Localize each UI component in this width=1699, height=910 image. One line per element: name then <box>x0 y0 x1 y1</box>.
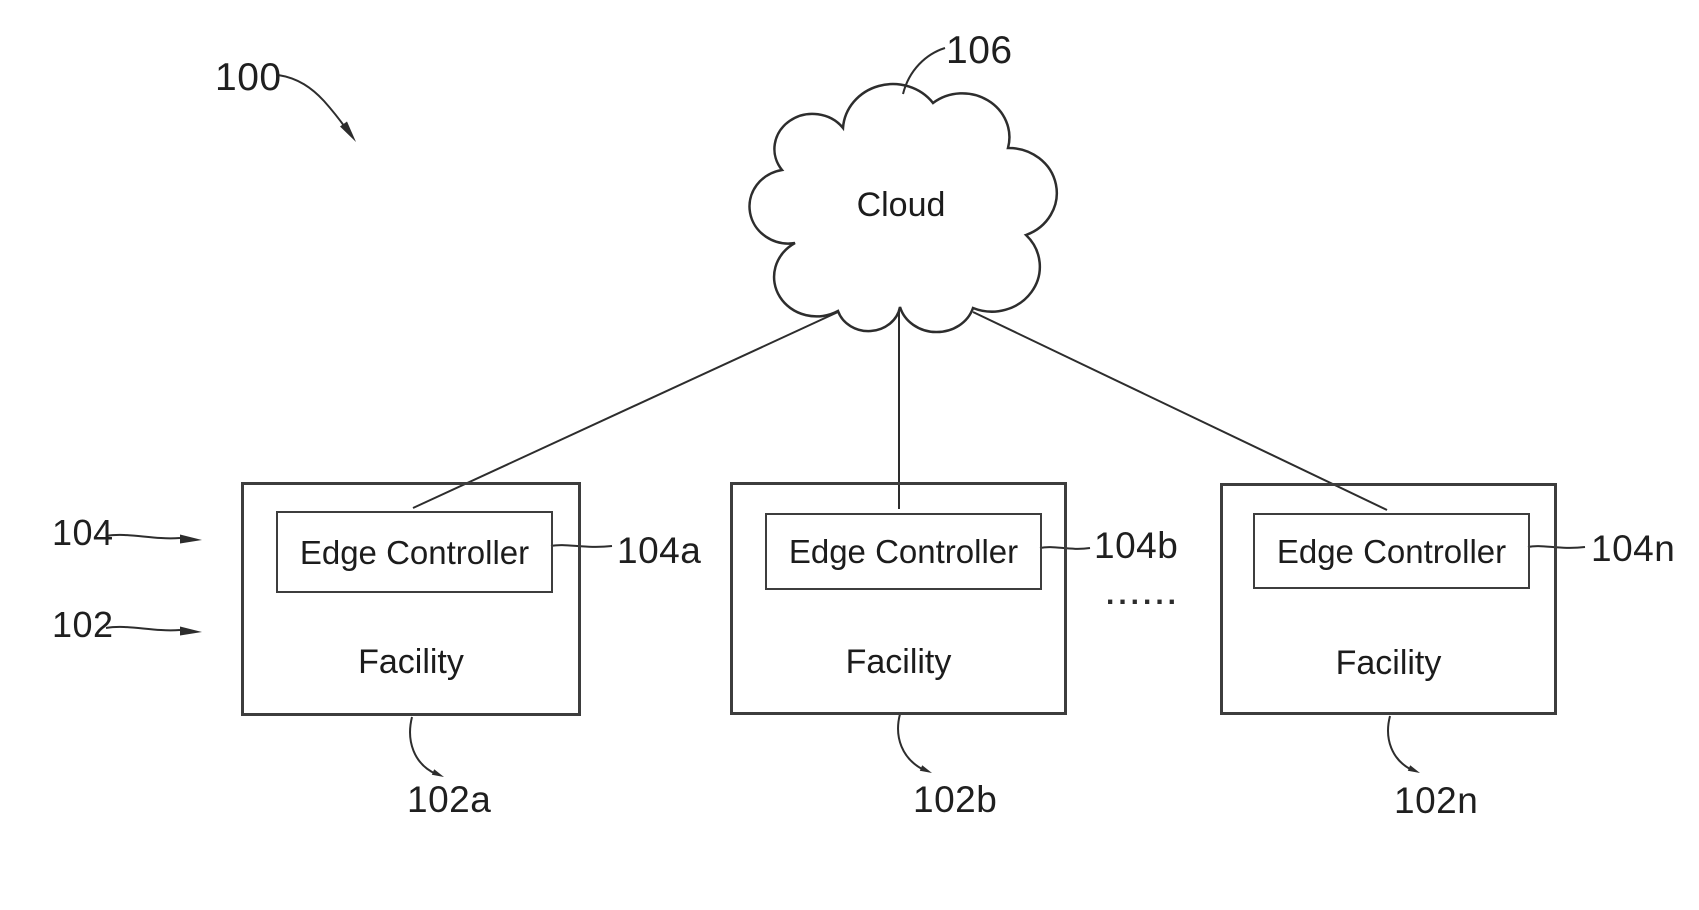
ref-label-104b: 104b <box>1094 525 1179 566</box>
leader-line-106 <box>902 47 946 95</box>
leader-line-102b <box>897 713 925 771</box>
facility-box-n: Edge Controller Facility <box>1220 483 1557 715</box>
facility-label-b: Facility <box>845 643 952 681</box>
ref-label-104n: 104n <box>1591 528 1676 569</box>
ref-label-102: 102 <box>52 604 114 645</box>
ref-label-104: 104 <box>52 512 114 553</box>
leader-arrow-102n <box>1407 765 1420 773</box>
edge-controller-label-a: Edge Controller <box>299 533 530 571</box>
ref-label-100: 100 <box>215 56 282 99</box>
edge-controller-label-n: Edge Controller <box>1276 532 1507 570</box>
leader-arrow-102a <box>431 769 444 777</box>
cloud-shape <box>748 82 1058 334</box>
facility-box-b: Edge Controller Facility <box>730 482 1067 715</box>
leader-line-102a <box>409 716 437 775</box>
ref-label-102a: 102a <box>407 779 492 820</box>
ref-label-102b: 102b <box>913 779 998 820</box>
edge-controller-box-n: Edge Controller <box>1253 513 1530 589</box>
leader-line-104b <box>1039 546 1091 550</box>
leader-arrow-102b <box>919 765 932 773</box>
figure-arrow-100-head <box>340 121 356 142</box>
facility-box-a: Edge Controller Facility <box>241 482 581 716</box>
facility-label-a: Facility <box>358 643 464 681</box>
ref-arrow-102-head <box>180 626 202 636</box>
edge-controller-box-a: Edge Controller <box>276 511 553 593</box>
cloud-link-line-facility-a <box>412 311 839 509</box>
figure-arrow-100-shaft <box>277 74 348 131</box>
edge-controller-box-b: Edge Controller <box>765 513 1042 590</box>
ref-label-102n: 102n <box>1394 780 1479 821</box>
leader-line-104a <box>550 544 613 548</box>
cloud-node-label: Cloud <box>856 186 946 224</box>
ref-arrow-104-head <box>180 534 202 544</box>
ref-label-106: 106 <box>946 29 1013 72</box>
facility-label-n: Facility <box>1335 644 1442 682</box>
edge-controller-label-b: Edge Controller <box>788 533 1019 570</box>
ref-arrow-102-shaft <box>105 625 181 632</box>
cloud-link-line-facility-n <box>972 311 1388 511</box>
ref-label-104a: 104a <box>617 530 702 571</box>
leader-line-104n <box>1527 545 1586 549</box>
continuation-dots: ...... <box>1106 578 1181 611</box>
ref-arrow-104-shaft <box>105 533 181 540</box>
leader-line-102n <box>1387 715 1413 771</box>
